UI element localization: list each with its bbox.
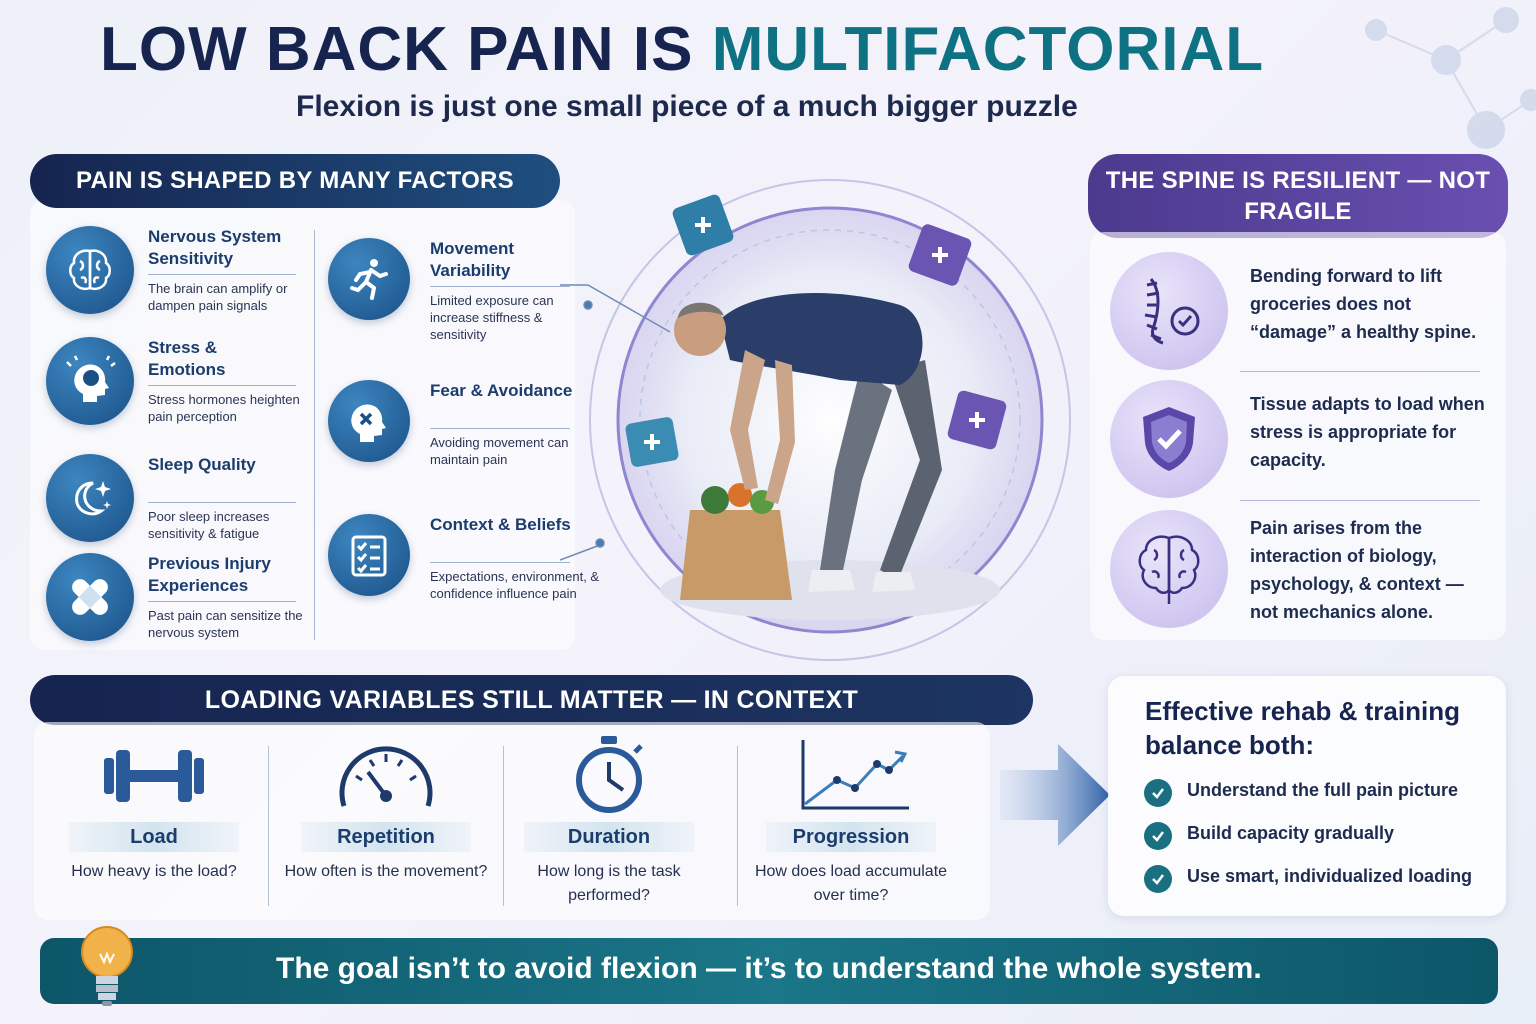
loading-var-label: Duration [524,822,694,852]
brain-icon [46,226,134,314]
resilient-item-bending: Bending forward to lift groceries does n… [1110,252,1490,372]
factor-divider [148,601,296,602]
balance-item: Build capacity gradually [1144,820,1494,850]
factor-title: Stress & Emotions [148,338,226,379]
factor-title: Fear & Avoidance [430,381,573,400]
factor-description: Past pain can sensitize the nervous syst… [148,608,303,640]
checklist-icon [328,514,410,596]
bottom-banner [40,938,1498,1004]
loading-var-progression: Progression How does load accumulate ove… [741,736,961,916]
resilient-divider [1240,500,1480,501]
spine-check-icon [1110,252,1228,370]
factor-divider [430,562,570,563]
stopwatch-icon [576,736,643,813]
factor-movement-variability: Movement Variability Limited exposure ca… [328,238,588,342]
balance-title: Effective rehab & training balance both: [1145,696,1460,760]
factor-title: Previous Injury Experiences [148,554,271,595]
title-accent: MULTIFACTORIAL [711,15,1265,84]
lightbulb-icon [81,926,133,1006]
loading-var-description: How long is the task performed? [537,863,681,904]
factor-description: Poor sleep increases sensitivity & fatig… [148,509,270,541]
banner-text: The goal isn’t to avoid flexion — it’s t… [276,952,1262,985]
check-circle-icon [1144,779,1172,807]
factor-previous-injury: Previous Injury Experiences Past pain ca… [46,553,306,657]
factor-stress: Stress & Emotions Stress hormones height… [46,337,306,441]
man-lifting-illustration [589,179,1071,661]
gauge-icon [339,746,433,807]
factor-title: Movement Variability [430,239,515,280]
resilient-heading: THE SPINE IS RESILIENT — NOT FRAGILE [1088,154,1508,238]
factor-title: Nervous System Sensitivity [148,227,282,268]
factor-description: Stress hormones heighten pain perception [148,392,300,424]
arrow-right-icon [1000,744,1110,846]
factor-title: Context & Beliefs [430,515,571,534]
resilient-text: Bending forward to lift groceries does n… [1250,266,1477,342]
brain-outline-icon [1110,510,1228,628]
loading-panel [34,722,990,920]
balance-panel [1108,676,1506,916]
factor-divider [430,428,570,429]
loading-var-duration: Duration How long is the task performed? [499,736,719,916]
line-chart-icon [801,740,909,810]
factor-sleep: Sleep Quality Poor sleep increases sensi… [46,454,306,558]
loading-var-load: Load How heavy is the load? [44,736,264,916]
loading-divider [737,746,738,906]
loading-var-label: Progression [766,822,936,852]
balance-item-text: Build capacity gradually [1187,823,1395,843]
factors-column-divider [314,230,315,640]
factor-nervous-system: Nervous System Sensitivity The brain can… [46,226,306,330]
factor-divider [430,286,570,287]
factor-title: Sleep Quality [148,455,256,474]
loading-divider [268,746,269,906]
factor-context-beliefs: Context & Beliefs Expectations, environm… [328,514,599,618]
balance-item-text: Understand the full pain picture [1187,780,1459,800]
shield-check-icon [1110,380,1228,498]
loading-var-description: How does load accumulate over time? [754,863,948,904]
factor-description: The brain can amplify or dampen pain sig… [148,281,288,313]
head-brain-icon [46,337,134,425]
loading-var-repetition: Repetition How often is the movement? [276,736,496,916]
factor-description: Limited exposure can increase stiffness … [430,293,554,342]
resilient-divider [1240,371,1480,372]
factor-description: Expectations, environment, & confidence … [430,569,600,601]
loading-heading: LOADING VARIABLES STILL MATTER — IN CONT… [30,675,1033,725]
loading-var-label: Load [69,822,239,852]
loading-var-description: How heavy is the load? [71,863,237,880]
bandage-icon [46,553,134,641]
resilient-text: Pain arises from the interaction of biol… [1250,518,1464,622]
factors-heading: PAIN IS SHAPED BY MANY FACTORS [30,154,560,208]
resilient-text: Tissue adapts to load when stress is app… [1250,394,1485,470]
balance-item: Understand the full pain picture [1144,777,1494,807]
loading-divider [503,746,504,906]
factor-divider [148,274,296,275]
head-x-icon [328,380,410,462]
balance-item-text: Use smart, individualized loading [1187,866,1473,886]
running-person-icon [328,238,410,320]
connector-lines [560,284,671,561]
page-subtitle: Flexion is just one small piece of a muc… [296,90,1078,123]
balance-item: Use smart, individualized loading [1144,863,1494,893]
check-circle-icon [1144,822,1172,850]
loading-var-description: How often is the movement? [284,863,488,880]
factor-description: Avoiding movement can maintain pain [430,435,569,467]
check-circle-icon [1144,865,1172,893]
factor-divider [148,385,296,386]
moon-stars-icon [46,454,134,542]
molecule-decoration [1365,7,1536,149]
dumbbell-icon [104,750,204,802]
resilient-item-pain: Pain arises from the interaction of biol… [1110,510,1490,630]
loading-var-label: Repetition [301,822,471,852]
factor-fear-avoidance: Fear & Avoidance Avoiding movement can m… [328,380,588,484]
page-title: LOW BACK PAIN IS MULTIFACTORIAL [100,15,1265,84]
factor-divider [148,502,296,503]
resilient-item-tissue: Tissue adapts to load when stress is app… [1110,380,1490,500]
